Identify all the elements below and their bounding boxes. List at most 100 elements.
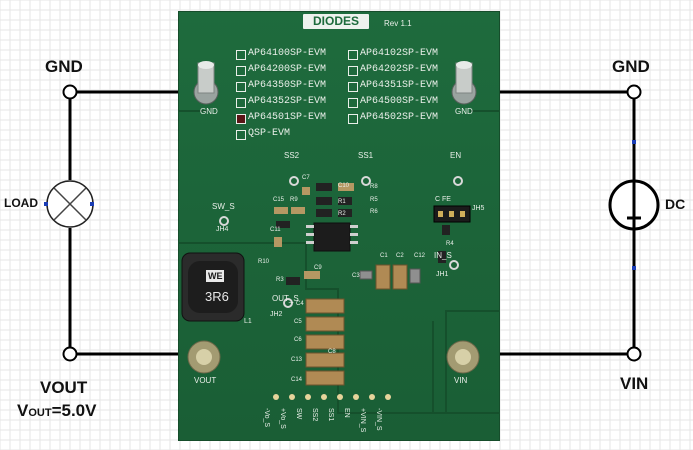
header-pin-label: EN xyxy=(343,408,350,418)
silk-c12: C12 xyxy=(414,253,426,259)
variant-checkbox-checked xyxy=(236,114,246,124)
silk-c8: C8 xyxy=(328,349,336,355)
label-load: LOAD xyxy=(4,196,38,210)
ic-u1 xyxy=(306,222,358,252)
silk-vout: VOUT xyxy=(194,376,217,385)
silk-gnd-right: GND xyxy=(455,107,473,116)
header-pin-label: SW xyxy=(295,408,302,420)
silk-ss1: SS1 xyxy=(358,151,374,160)
variant-checkbox xyxy=(348,98,358,108)
silk-c10: C10 xyxy=(338,183,350,189)
variant-label: AP64100SP-EVM xyxy=(248,48,327,59)
test-point-holes xyxy=(219,176,463,308)
silk-gnd-left: GND xyxy=(200,107,218,116)
silk-r1: R1 xyxy=(338,199,346,205)
silk-out-s: OUT_S xyxy=(272,294,299,303)
label-vout-spec: VOUT=5.0V xyxy=(17,401,96,421)
variant-label: AP64202SP-EVM xyxy=(360,64,439,75)
inductor-l1 xyxy=(181,252,245,322)
header-pin-label: +VIN_S xyxy=(359,408,366,433)
silk-en: EN xyxy=(450,151,462,160)
terminal-gnd-right xyxy=(626,84,642,100)
variant-label: AP64351SP-EVM xyxy=(360,80,439,91)
silk-c5: C5 xyxy=(294,319,302,325)
silk-c9: C9 xyxy=(314,265,322,271)
small-passives xyxy=(274,183,450,285)
silk-ss2: SS2 xyxy=(284,151,300,160)
silk-c1: C1 xyxy=(380,253,388,259)
header-pin-label: -Vo_S xyxy=(263,408,270,428)
silk-r4: R4 xyxy=(446,241,454,247)
silk-c3: C3 xyxy=(352,273,360,279)
gnd-post-right xyxy=(451,61,477,105)
variant-checkbox xyxy=(236,66,246,76)
label-dc: DC xyxy=(665,196,686,212)
silk-vin: VIN xyxy=(454,376,468,385)
silk-in-s: IN_S xyxy=(434,251,452,260)
vout-spec-value: =5.0V xyxy=(51,401,97,420)
silk-jh1: JH1 xyxy=(436,271,449,278)
gnd-post-left xyxy=(193,61,219,105)
silk-sw-s: SW_S xyxy=(212,202,235,211)
input-capacitors xyxy=(359,264,421,290)
variant-label: AP64352SP-EVM xyxy=(248,96,327,107)
evm-board-photo: DIODES Rev 1.1 AP64100SP-EVM AP64200SP-E… xyxy=(178,11,500,441)
variant-checkbox xyxy=(348,66,358,76)
variant-label: AP64102SP-EVM xyxy=(360,48,439,59)
silk-r6: R6 xyxy=(370,209,378,215)
diodes-logo: DIODES xyxy=(303,14,369,29)
vout-spec-prefix: V xyxy=(17,401,29,420)
label-gnd-right: GND xyxy=(612,57,650,76)
label-vout: VOUT xyxy=(40,378,88,397)
variant-checkbox xyxy=(236,98,246,108)
board-copper-art xyxy=(178,61,500,414)
silk-r2: R2 xyxy=(338,211,346,217)
variant-label: AP64500SP-EVM xyxy=(360,96,439,107)
inductor-marking: 3R6 xyxy=(205,289,229,304)
variant-label: AP64502SP-EVM xyxy=(360,112,439,123)
label-vin: VIN xyxy=(620,374,649,393)
silk-c2: C2 xyxy=(396,253,404,259)
terminal-gnd-left xyxy=(62,84,78,100)
silk-r5: R5 xyxy=(370,197,378,203)
header-pin-label: +Vo_S xyxy=(279,408,286,429)
variant-label: AP64200SP-EVM xyxy=(248,64,327,75)
silk-jh5-marks: C FE xyxy=(435,196,451,203)
header-pin-label: SS2 xyxy=(311,408,318,422)
silk-r9: R9 xyxy=(290,197,298,203)
variant-checkbox xyxy=(348,114,358,124)
load-lamp-symbol xyxy=(44,180,94,228)
we-logo: WE xyxy=(208,271,223,281)
header-pin-label: SS1 xyxy=(327,408,334,422)
silk-c13: C13 xyxy=(291,357,303,363)
header-pin-label: -VIN_S xyxy=(375,408,382,431)
terminal-vin xyxy=(626,346,642,362)
silk-l1: L1 xyxy=(244,318,252,325)
variant-checkbox xyxy=(348,50,358,60)
silk-c6: C6 xyxy=(294,337,302,343)
en-jumper-jh5 xyxy=(433,205,471,223)
variant-label: AP64350SP-EVM xyxy=(248,80,327,91)
board-revision: Rev 1.1 xyxy=(384,19,412,28)
silk-r3: R3 xyxy=(276,277,284,283)
variant-checkbox xyxy=(236,82,246,92)
silk-r10: R10 xyxy=(258,259,270,265)
vin-post xyxy=(446,340,480,374)
variant-checkbox xyxy=(236,130,246,140)
variant-checkbox xyxy=(236,50,246,60)
terminal-vout xyxy=(62,346,78,362)
silk-jh2: JH2 xyxy=(270,311,283,318)
vout-post xyxy=(187,340,221,374)
dc-source-symbol xyxy=(608,140,660,270)
silk-r8: R8 xyxy=(370,184,378,190)
silk-jh5: JH5 xyxy=(472,205,485,212)
vout-spec-sub: OUT xyxy=(28,407,52,419)
silk-c14: C14 xyxy=(291,377,303,383)
silk-c15: C15 xyxy=(273,197,285,203)
variant-label: QSP-EVM xyxy=(248,128,291,139)
silk-c7: C7 xyxy=(302,175,310,181)
silk-c4: C4 xyxy=(296,301,304,307)
variant-label: AP64501SP-EVM xyxy=(248,112,327,123)
